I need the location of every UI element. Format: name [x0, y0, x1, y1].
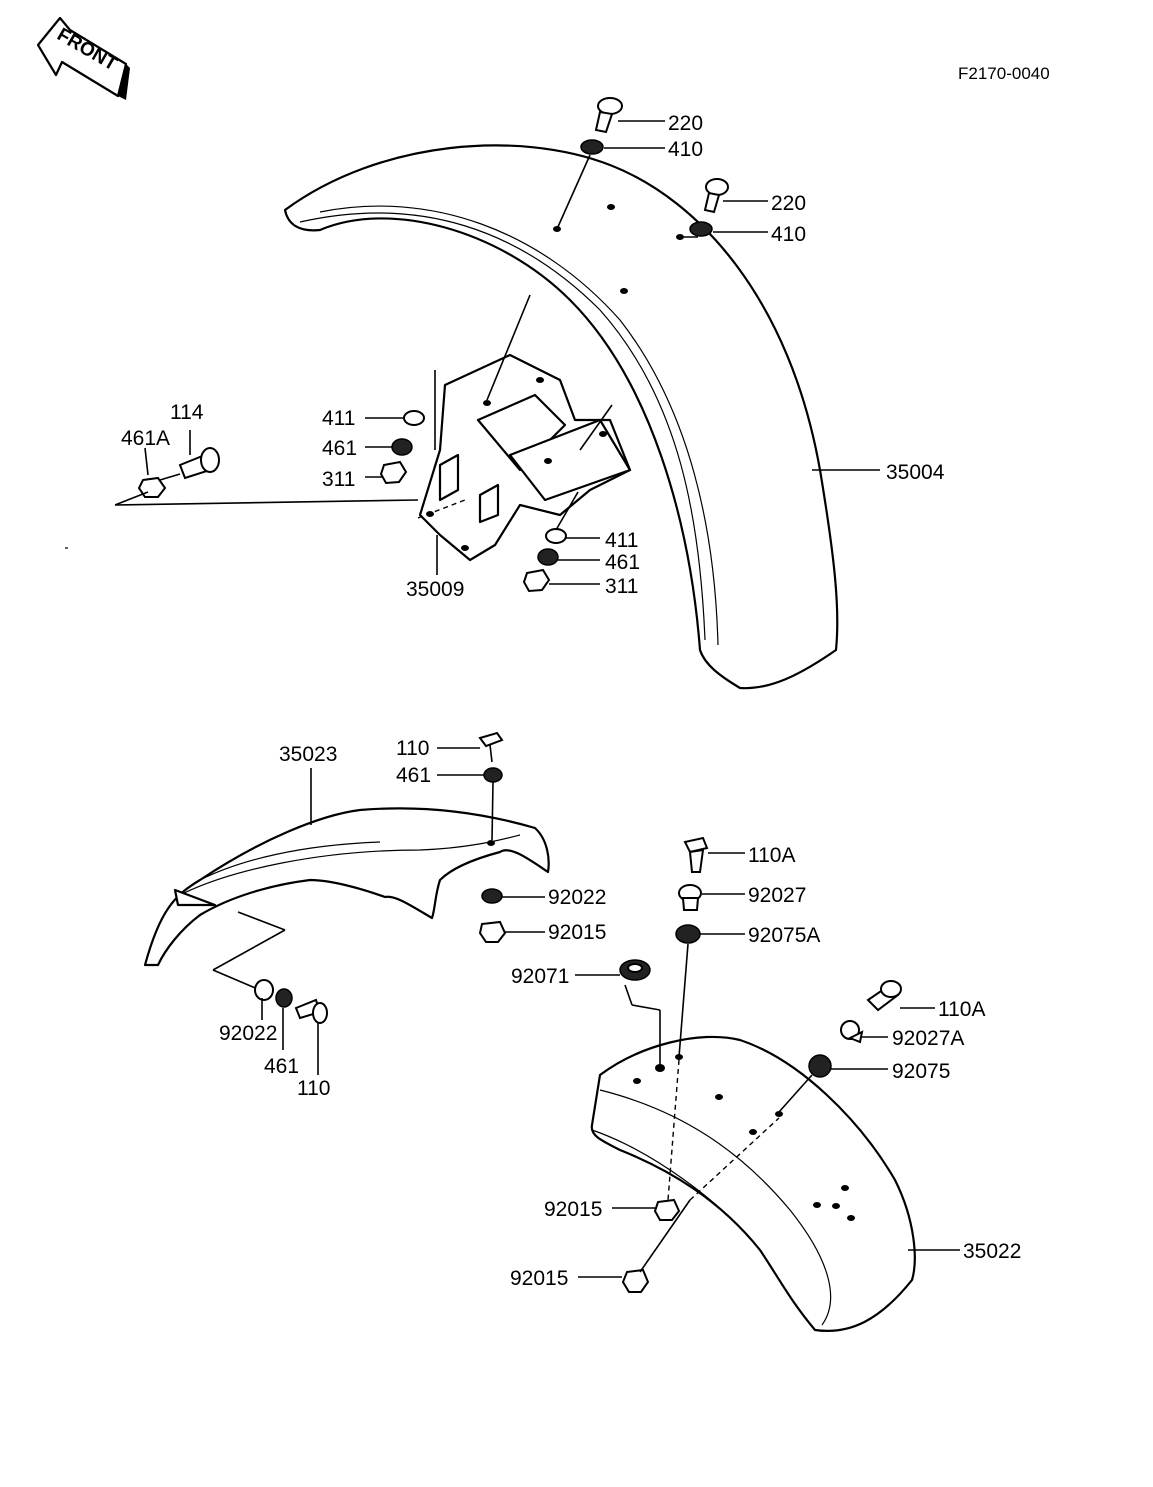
washer-461-bottom	[275, 988, 293, 1008]
label-92075: 92075	[892, 1060, 951, 1083]
bolt-110-bottom	[294, 998, 328, 1024]
label-92022-top: 92022	[548, 886, 607, 909]
label-92027A: 92027A	[892, 1027, 965, 1050]
washer-461-top	[483, 767, 503, 783]
label-92027: 92027	[748, 884, 807, 907]
grommet-92075A	[675, 924, 701, 944]
washer-461-left	[391, 438, 413, 456]
label-461A: 461A	[121, 427, 171, 450]
bolt-110A-right	[866, 980, 902, 1012]
washer-411-right	[545, 528, 567, 544]
label-110A-right: 110A	[938, 998, 986, 1021]
label-92015-center: 92015	[544, 1198, 603, 1221]
front-arrow-icon: FRONT	[36, 16, 130, 100]
nut-311-right	[522, 568, 551, 593]
bolt-110A-top	[683, 836, 709, 873]
label-461-left: 461	[322, 437, 358, 460]
washer-410-lower	[689, 221, 713, 237]
bracket-35009	[418, 353, 632, 562]
label-35022: 35022	[963, 1240, 1022, 1263]
label-410-lower: 410	[771, 223, 807, 246]
nut-92015-bottom	[621, 1268, 650, 1293]
label-114: 114	[170, 401, 204, 424]
label-461-bottom: 461	[264, 1055, 300, 1078]
bolt-220-lower	[703, 178, 729, 214]
bolt-110-top	[478, 731, 504, 763]
washer-410-upper	[580, 139, 604, 155]
label-411-right: 411	[605, 529, 639, 552]
label-92015-bottom: 92015	[510, 1267, 569, 1290]
collar-92027	[678, 884, 702, 911]
nut-311-left	[379, 460, 408, 485]
label-35004: 35004	[886, 461, 945, 484]
label-92075A: 92075A	[748, 924, 821, 947]
label-311-left: 311	[322, 468, 356, 491]
label-92022-bottom: 92022	[219, 1022, 278, 1045]
washer-411-left	[403, 410, 425, 426]
label-410-upper: 410	[668, 138, 704, 161]
label-92071: 92071	[511, 965, 570, 988]
front-fender-35004	[283, 144, 839, 690]
washer-92022-top	[481, 888, 503, 904]
fender-35023	[143, 807, 550, 967]
grommet-92071	[619, 959, 651, 981]
nut-92015-top	[478, 920, 507, 943]
label-220-lower: 220	[771, 192, 807, 215]
label-461-top: 461	[396, 764, 432, 787]
bolt-114	[178, 447, 220, 480]
grommet-92075	[808, 1054, 832, 1078]
label-35009: 35009	[406, 578, 465, 601]
label-311-right: 311	[605, 575, 639, 598]
washer-92022-bottom	[254, 979, 274, 1001]
fender-35022	[590, 1035, 916, 1332]
label-92015-top: 92015	[548, 921, 607, 944]
label-110A-top: 110A	[748, 844, 796, 867]
collar-92027A	[840, 1020, 864, 1044]
label-461-right: 461	[605, 551, 641, 574]
label-220-upper: 220	[668, 112, 704, 135]
label-110-top: 110	[396, 737, 430, 760]
label-35023: 35023	[279, 743, 338, 766]
label-411-left: 411	[322, 407, 356, 430]
nut-92015-center	[653, 1198, 681, 1221]
washer-461-right	[537, 548, 559, 566]
label-110-bottom: 110	[297, 1077, 331, 1100]
bolt-220-upper	[594, 97, 623, 134]
figure-code: F2170-0040	[958, 64, 1050, 83]
